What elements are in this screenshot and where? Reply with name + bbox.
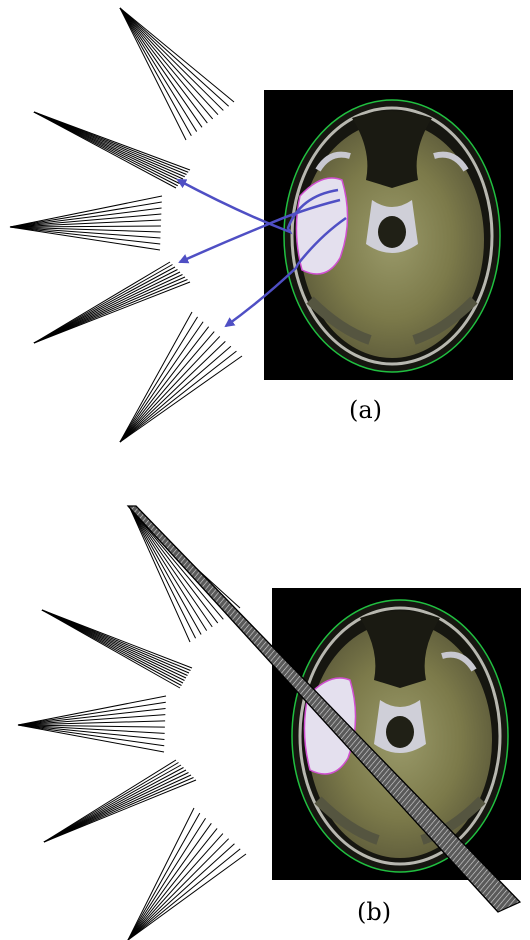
source-fans-a [10, 8, 242, 442]
fan-beam-icon [130, 508, 240, 642]
panel-label-b: (b) [357, 898, 391, 926]
fan-beam-icon [120, 8, 234, 140]
fan-beam-icon [44, 760, 196, 842]
fan-beam-icon [18, 696, 166, 752]
fan-beam-icon [10, 196, 162, 250]
panel-label-a: (a) [349, 396, 382, 424]
mri-scan-a [264, 90, 513, 380]
fan-beam-icon [120, 312, 242, 442]
fan-beam-icon [128, 808, 246, 940]
fan-beam-icon [34, 112, 190, 188]
panel-b [18, 506, 521, 940]
source-fans-b [18, 508, 246, 940]
fan-beam-icon [42, 610, 192, 688]
panel-a [10, 8, 513, 442]
mri-scan-b [272, 588, 521, 880]
fan-beam-icon [34, 262, 190, 343]
